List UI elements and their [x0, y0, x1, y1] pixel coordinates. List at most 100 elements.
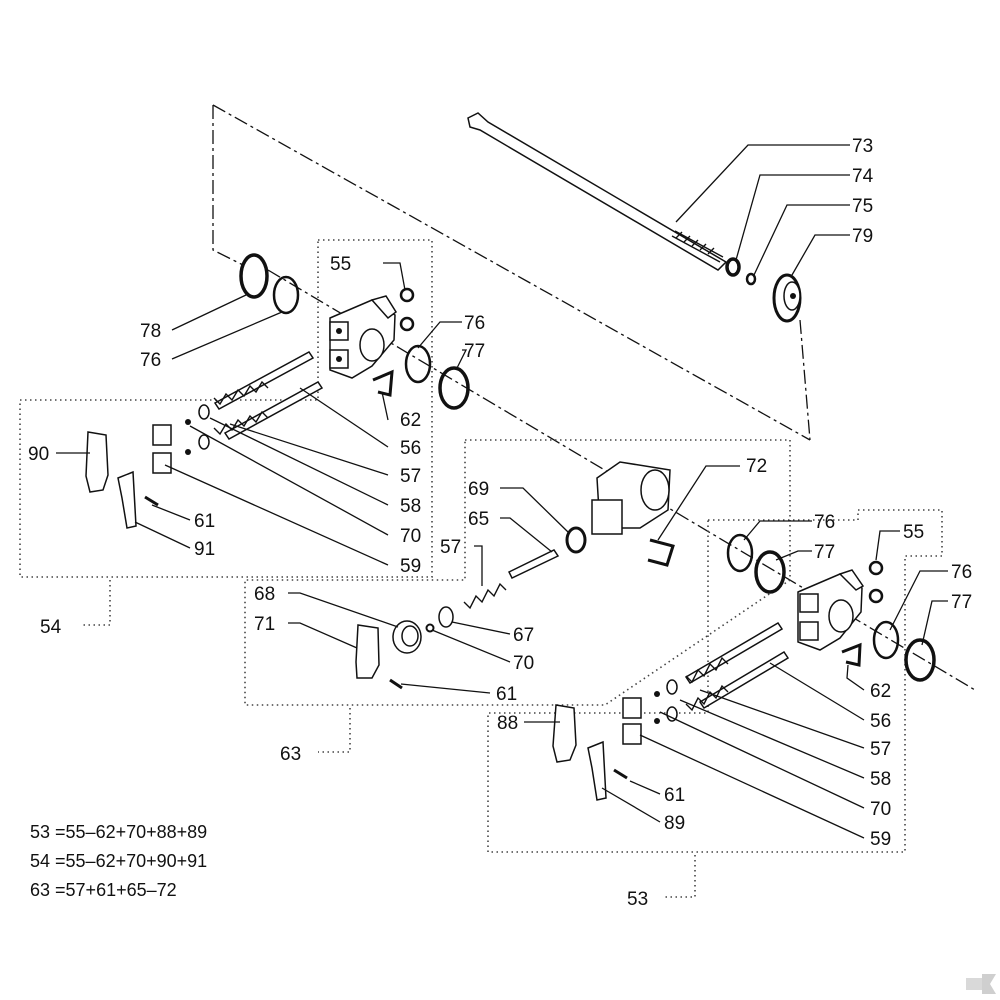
label-67: 67	[513, 625, 534, 646]
lever-91	[117, 470, 137, 529]
label-77-right: 77	[814, 542, 835, 563]
small-o-ring-55b	[399, 316, 415, 332]
o-ring-76-upper	[404, 344, 432, 384]
washer-75	[745, 272, 757, 286]
label-59-lower: 59	[870, 829, 891, 850]
label-68: 68	[254, 584, 275, 605]
label-77-upper: 77	[464, 341, 485, 362]
brand-logo-mark	[966, 974, 996, 994]
label-61-lower: 61	[664, 785, 685, 806]
label-65: 65	[468, 509, 489, 530]
pin-61-middle	[389, 678, 403, 690]
formula-63: 63 =57+61+65–72	[30, 880, 177, 900]
pin-61-lower	[613, 768, 628, 780]
ring-70-lower-b	[654, 718, 660, 724]
label-69: 69	[468, 479, 489, 500]
label-55-upper: 55	[330, 254, 351, 275]
o-ring-77-upper	[438, 366, 470, 410]
spring-57-middle	[463, 582, 507, 610]
washer-58-upper-a	[198, 404, 210, 420]
small-o-ring-55c	[868, 560, 884, 576]
label-89: 89	[664, 813, 685, 834]
o-ring-77-right	[754, 550, 786, 594]
rods-56-lower	[684, 621, 790, 710]
holders-59-lower	[622, 697, 642, 745]
washer-58-lower-a	[666, 679, 678, 695]
label-76-upper: 76	[464, 313, 485, 334]
assembly-formulas: 53 =55–62+70+88+89 54 =55–62+70+90+91 63…	[30, 822, 207, 900]
label-56-upper: 56	[400, 438, 421, 459]
label-77-far-right: 77	[951, 592, 972, 613]
label-59-upper: 59	[400, 556, 421, 577]
label-61-upper: 61	[194, 511, 215, 532]
label-58-upper: 58	[400, 496, 421, 517]
washer-58-upper-b	[198, 434, 210, 450]
label-76-right: 76	[814, 512, 835, 533]
label-90: 90	[28, 444, 49, 465]
label-76-left: 76	[140, 350, 161, 371]
washer-67	[438, 606, 454, 628]
ring-70-upper-b	[185, 449, 191, 455]
o-ring-78	[239, 253, 269, 299]
lever-90	[85, 431, 109, 493]
label-79: 79	[852, 226, 873, 247]
small-o-ring-55a	[399, 287, 415, 303]
cap-68	[392, 620, 422, 654]
group-frame-63	[244, 439, 791, 753]
label-78: 78	[140, 321, 161, 342]
label-57-middle: 57	[440, 537, 461, 558]
label-56-lower: 56	[870, 711, 891, 732]
long-bolt-73	[467, 112, 728, 271]
ring-70-lower-a	[654, 691, 660, 697]
rods-56-upper	[213, 351, 324, 440]
label-70-middle: 70	[513, 653, 534, 674]
label-62-upper: 62	[400, 410, 421, 431]
label-88: 88	[497, 713, 518, 734]
formula-53: 53 =55–62+70+88+89	[30, 822, 207, 842]
rod-65	[507, 549, 560, 579]
lever-71	[355, 624, 380, 679]
ring-70-middle	[425, 623, 435, 633]
o-ring-77-far-right	[904, 638, 936, 682]
label-75: 75	[852, 196, 873, 217]
small-o-ring-55d	[868, 588, 884, 604]
leader-lines	[56, 144, 948, 839]
formula-54: 54 =55–62+70+90+91	[30, 851, 207, 871]
label-70-lower: 70	[870, 799, 891, 820]
label-70-upper: 70	[400, 526, 421, 547]
o-ring-76	[272, 275, 300, 315]
label-91: 91	[194, 539, 215, 560]
valve-body-upper-left	[329, 295, 398, 379]
label-76-far-right: 76	[951, 562, 972, 583]
clip-62-upper	[372, 369, 394, 397]
valve-body-middle	[591, 461, 671, 535]
label-73: 73	[852, 136, 873, 157]
valve-body-lower-right	[797, 569, 865, 651]
label-62-lower: 62	[870, 681, 891, 702]
clip-62-lower	[841, 642, 862, 667]
o-ring-69	[565, 526, 587, 554]
o-ring-76-far-right	[872, 620, 900, 660]
part-labels: 73 74 75 79 55 78 76 76 77 62 56 57 58 7…	[28, 136, 972, 910]
label-57-upper: 57	[400, 466, 421, 487]
label-55-lower: 55	[903, 522, 924, 543]
lever-89	[587, 740, 607, 801]
washer-58-lower-b	[666, 706, 678, 722]
lever-88	[552, 704, 577, 763]
label-71: 71	[254, 614, 275, 635]
clip-72	[647, 538, 675, 567]
label-58-lower: 58	[870, 769, 891, 790]
pulley-79	[772, 273, 802, 323]
label-57-lower: 57	[870, 739, 891, 760]
pin-61-upper	[144, 495, 159, 507]
ring-70-upper-a	[185, 419, 191, 425]
group-frame-54	[19, 239, 433, 626]
label-63: 63	[280, 744, 301, 765]
label-74: 74	[852, 166, 874, 187]
holders-59-upper	[152, 424, 172, 474]
label-54: 54	[40, 617, 62, 638]
o-ring-76-right	[726, 533, 754, 573]
washer-74	[725, 257, 741, 277]
label-72: 72	[746, 456, 767, 477]
